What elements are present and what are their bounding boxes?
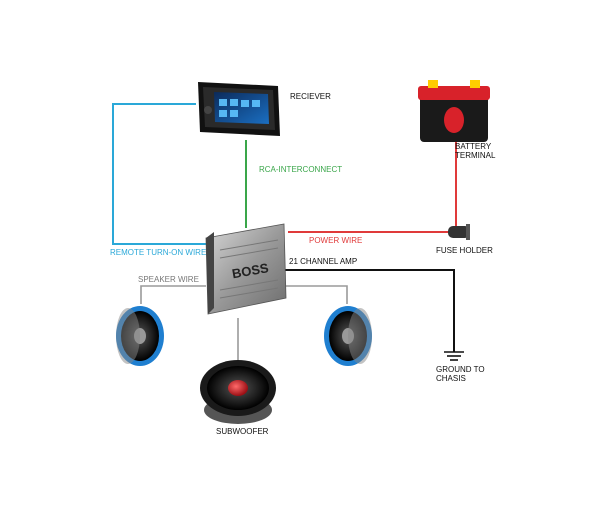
amplifier-icon: BOSS: [205, 223, 287, 315]
remote-turn-on-label: REMOTE TURN-ON WIRE: [110, 248, 206, 257]
subwoofer-icon: [200, 360, 276, 424]
battery-icon: [418, 80, 490, 142]
battery-terminal-label-1: BATTERY: [455, 142, 492, 151]
speaker-wire-label: SPEAKER WIRE: [138, 275, 199, 284]
channel-amp-label: 21 CHANNEL AMP: [289, 257, 357, 266]
right-speaker-icon: [324, 306, 372, 366]
subwoofer-label: SUBWOOFER: [216, 427, 269, 436]
ground-wire: [284, 269, 455, 352]
remote-turn-on-wire: [112, 103, 208, 245]
ground-label-2: CHASIS: [436, 374, 466, 383]
rca-interconnect-label: RCA-INTERCONNECT: [259, 165, 342, 174]
power-wire-label: POWER WIRE: [309, 236, 362, 245]
left-speaker-icon: [116, 306, 164, 366]
amp-brand-logo: BOSS: [231, 260, 270, 281]
speaker-wire-right: [284, 285, 348, 304]
receiver-icon: [198, 82, 280, 136]
ground-icon: [444, 351, 464, 361]
receiver-label: RECIEVER: [290, 92, 331, 101]
speaker-wire-left: [140, 285, 206, 304]
fuse-holder-icon: [448, 224, 470, 240]
fuse-holder-label: FUSE HOLDER: [436, 246, 493, 255]
ground-label-1: GROUND TO: [436, 365, 485, 374]
battery-terminal-label-2: TERMINAL: [455, 151, 496, 160]
